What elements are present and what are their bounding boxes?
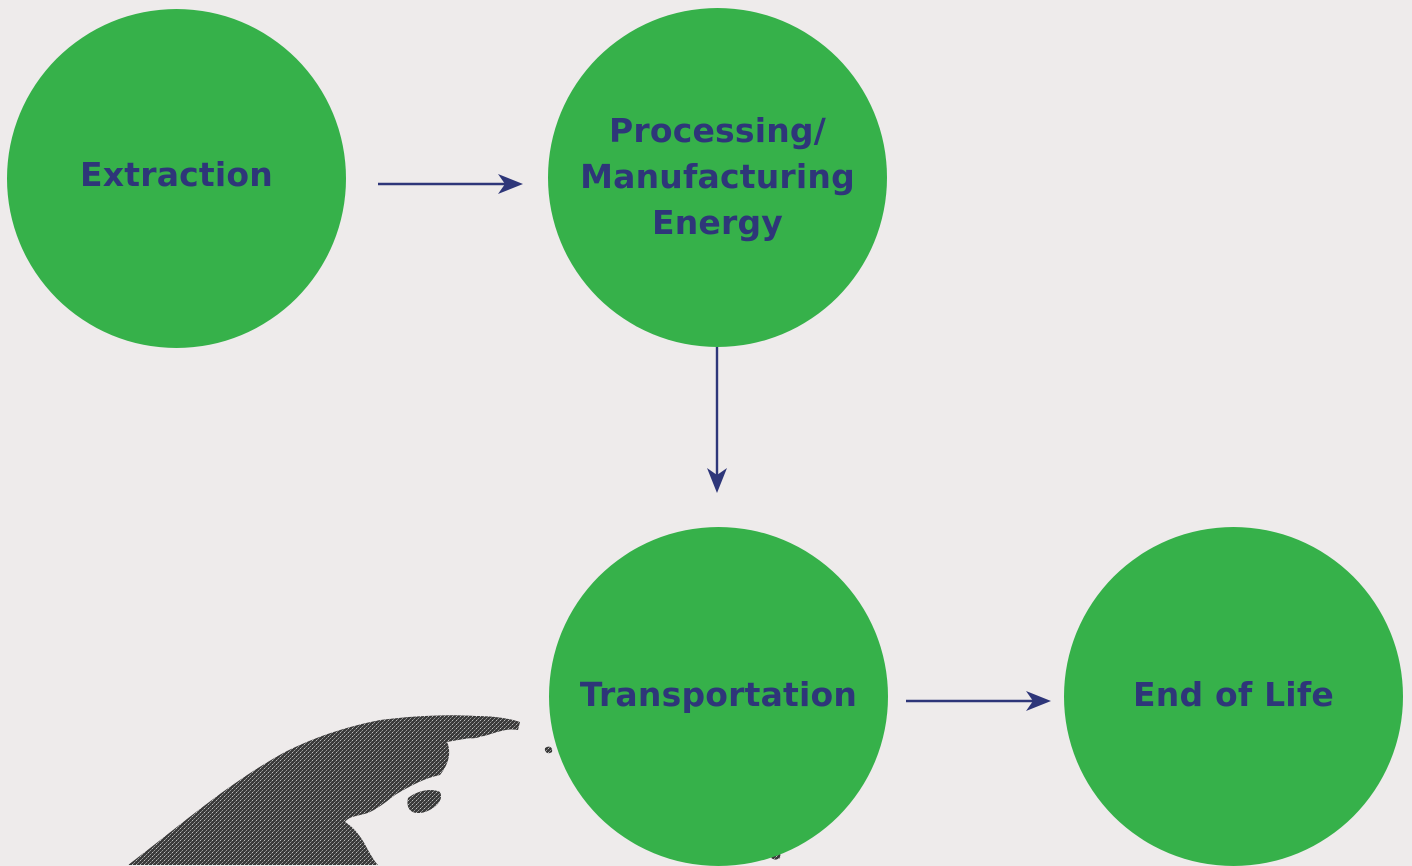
- stage-label-line: Energy: [651, 202, 783, 242]
- stage-label: Transportation: [580, 672, 857, 718]
- globe-landmass: [128, 715, 520, 865]
- arrow-processing-to-transportation: [707, 347, 727, 493]
- stage-circle-extraction: Extraction: [7, 9, 346, 348]
- stage-circle-transportation: Transportation: [549, 527, 888, 866]
- connector-arrows: [378, 174, 1051, 711]
- stage-label: End of Life: [1133, 672, 1334, 718]
- arrow-extraction-to-processing: [378, 174, 523, 194]
- stage-label-line: End of Life: [1133, 674, 1334, 714]
- stage-label: Extraction: [80, 152, 273, 198]
- stage-circle-end-of-life: End of Life: [1064, 527, 1403, 866]
- stage-label-line: Transportation: [579, 674, 858, 714]
- stage-label: Processing/ Manufacturing Energy: [580, 108, 855, 246]
- globe-island: [500, 720, 513, 729]
- stage-label-line: Extraction: [80, 154, 273, 194]
- stage-circle-processing: Processing/ Manufacturing Energy: [548, 8, 887, 347]
- globe-island: [462, 725, 486, 739]
- arrow-transportation-to-end-of-life: [906, 691, 1051, 711]
- globe-island: [407, 790, 442, 814]
- stage-label-line: Processing/: [608, 110, 827, 150]
- globe-island: [544, 746, 553, 754]
- stage-label-line: Manufacturing: [580, 156, 855, 196]
